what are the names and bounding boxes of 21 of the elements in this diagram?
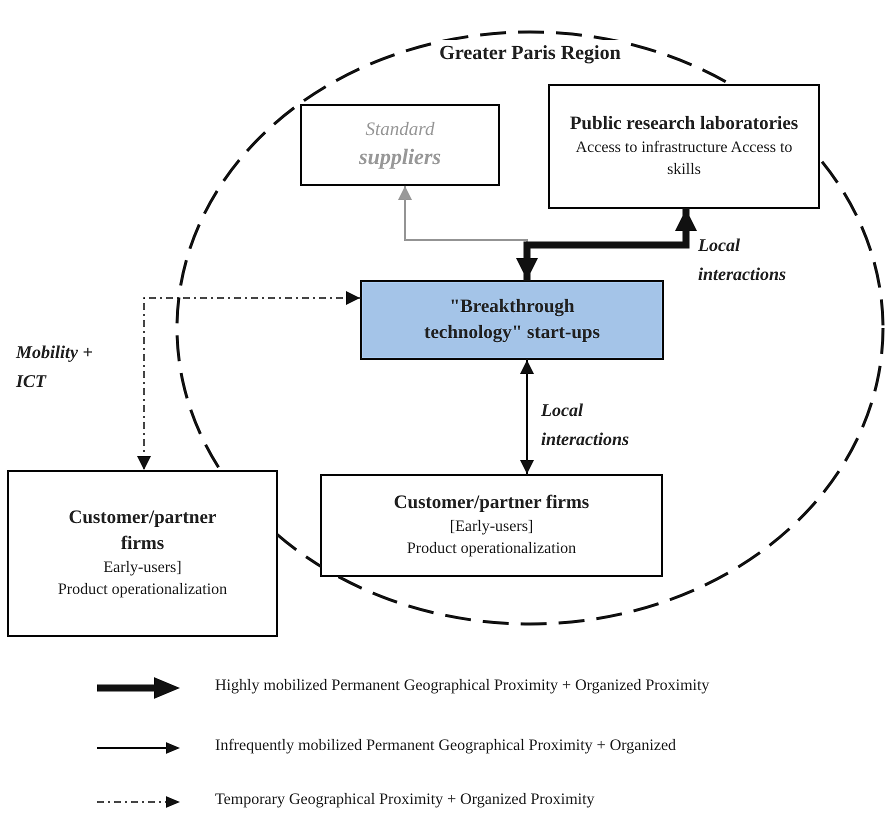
box-heading: "Breakthrough technology" start-ups [423, 295, 601, 345]
actor-box [7, 470, 278, 637]
startup-box [360, 280, 664, 360]
arrow [520, 360, 534, 474]
box-description: [Early-users] [450, 516, 534, 537]
box-description: Early-users] [103, 558, 182, 578]
actor-box [300, 104, 500, 186]
actor-box [548, 84, 820, 209]
legend-text: Highly mobilized Permanent Geographical Proximity + Organized Proximity [215, 677, 710, 695]
box-heading: Customer/partner firms [394, 491, 590, 516]
box-description: Product operationalization [406, 539, 576, 560]
arrow [516, 209, 697, 280]
box-heading: Standard [366, 118, 434, 142]
legend-text: Infrequently mobilized Permanent Geographical Proximity + Organized [215, 737, 676, 755]
box-description: Access to infrastructure Access to skills [574, 138, 794, 180]
box-heading: Public research laboratories [570, 112, 798, 136]
box-description: suppliers [359, 143, 441, 172]
arrow [137, 291, 360, 470]
legend-text: Temporary Geographical Proximity + Organized Proximity [215, 791, 595, 809]
box-heading: Customer/partner firms [68, 506, 218, 556]
box-description: Product operationalization [58, 580, 228, 600]
